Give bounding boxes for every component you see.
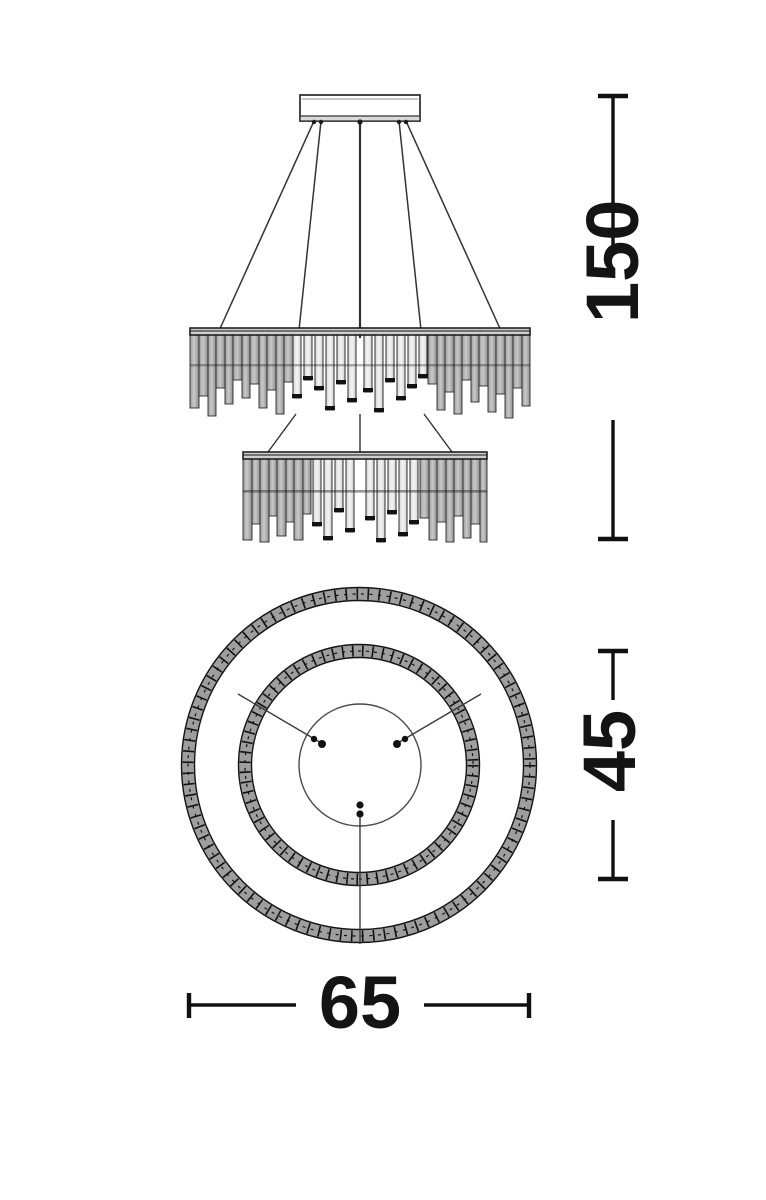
- upper-ring-far-rods-right: [427, 333, 531, 419]
- lower-ring-far-rods-right: [419, 457, 488, 543]
- plan-arm-endpoints: [310, 735, 409, 818]
- upper-ring-rod-tips: [292, 374, 428, 412]
- dimension-ring-height: [598, 648, 628, 882]
- ceiling-canopy: [299, 94, 421, 122]
- plan-inner-ring: [237, 643, 481, 887]
- upper-crystal-ring: [189, 327, 531, 419]
- inter-ring-wires: [267, 413, 453, 453]
- lower-ring-rod-tips: [312, 508, 419, 542]
- plan-outer-ring: [180, 586, 538, 944]
- dimension-lines: [186, 93, 628, 1018]
- dimension-label-ring-height: 45: [568, 709, 651, 793]
- lower-ring-near-rods: [312, 457, 419, 543]
- lower-crystal-ring: [242, 451, 488, 543]
- dimension-diameter: [186, 993, 532, 1018]
- dimension-label-overall-height: 150: [571, 199, 654, 323]
- plan-view: [180, 586, 538, 944]
- upper-ring-near-rods: [292, 333, 428, 413]
- upper-ring-mid-ticks: [190, 364, 530, 367]
- plan-radial-arms: [237, 693, 482, 944]
- dimension-label-diameter: 65: [318, 961, 402, 1044]
- upper-ring-far-rods-left: [189, 333, 294, 417]
- suspension-wires: [217, 119, 503, 338]
- lower-ring-far-rods-left: [242, 457, 312, 543]
- front-elevation-view: [189, 94, 531, 543]
- dimension-overall-height: [598, 93, 628, 542]
